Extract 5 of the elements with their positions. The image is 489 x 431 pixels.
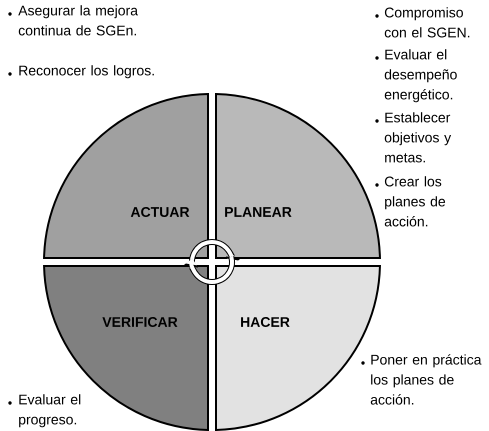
quadrant-sector: PLANEAR [215,93,381,259]
bullet-item: Asegurar la mejora continua de SGEn. [8,5,138,36]
quadrant-sector: ACTUAR [43,93,209,259]
bullet-item: Compromiso con el SGEN. [375,7,470,38]
bullet-item: Reconocer los logros. [8,65,154,78]
